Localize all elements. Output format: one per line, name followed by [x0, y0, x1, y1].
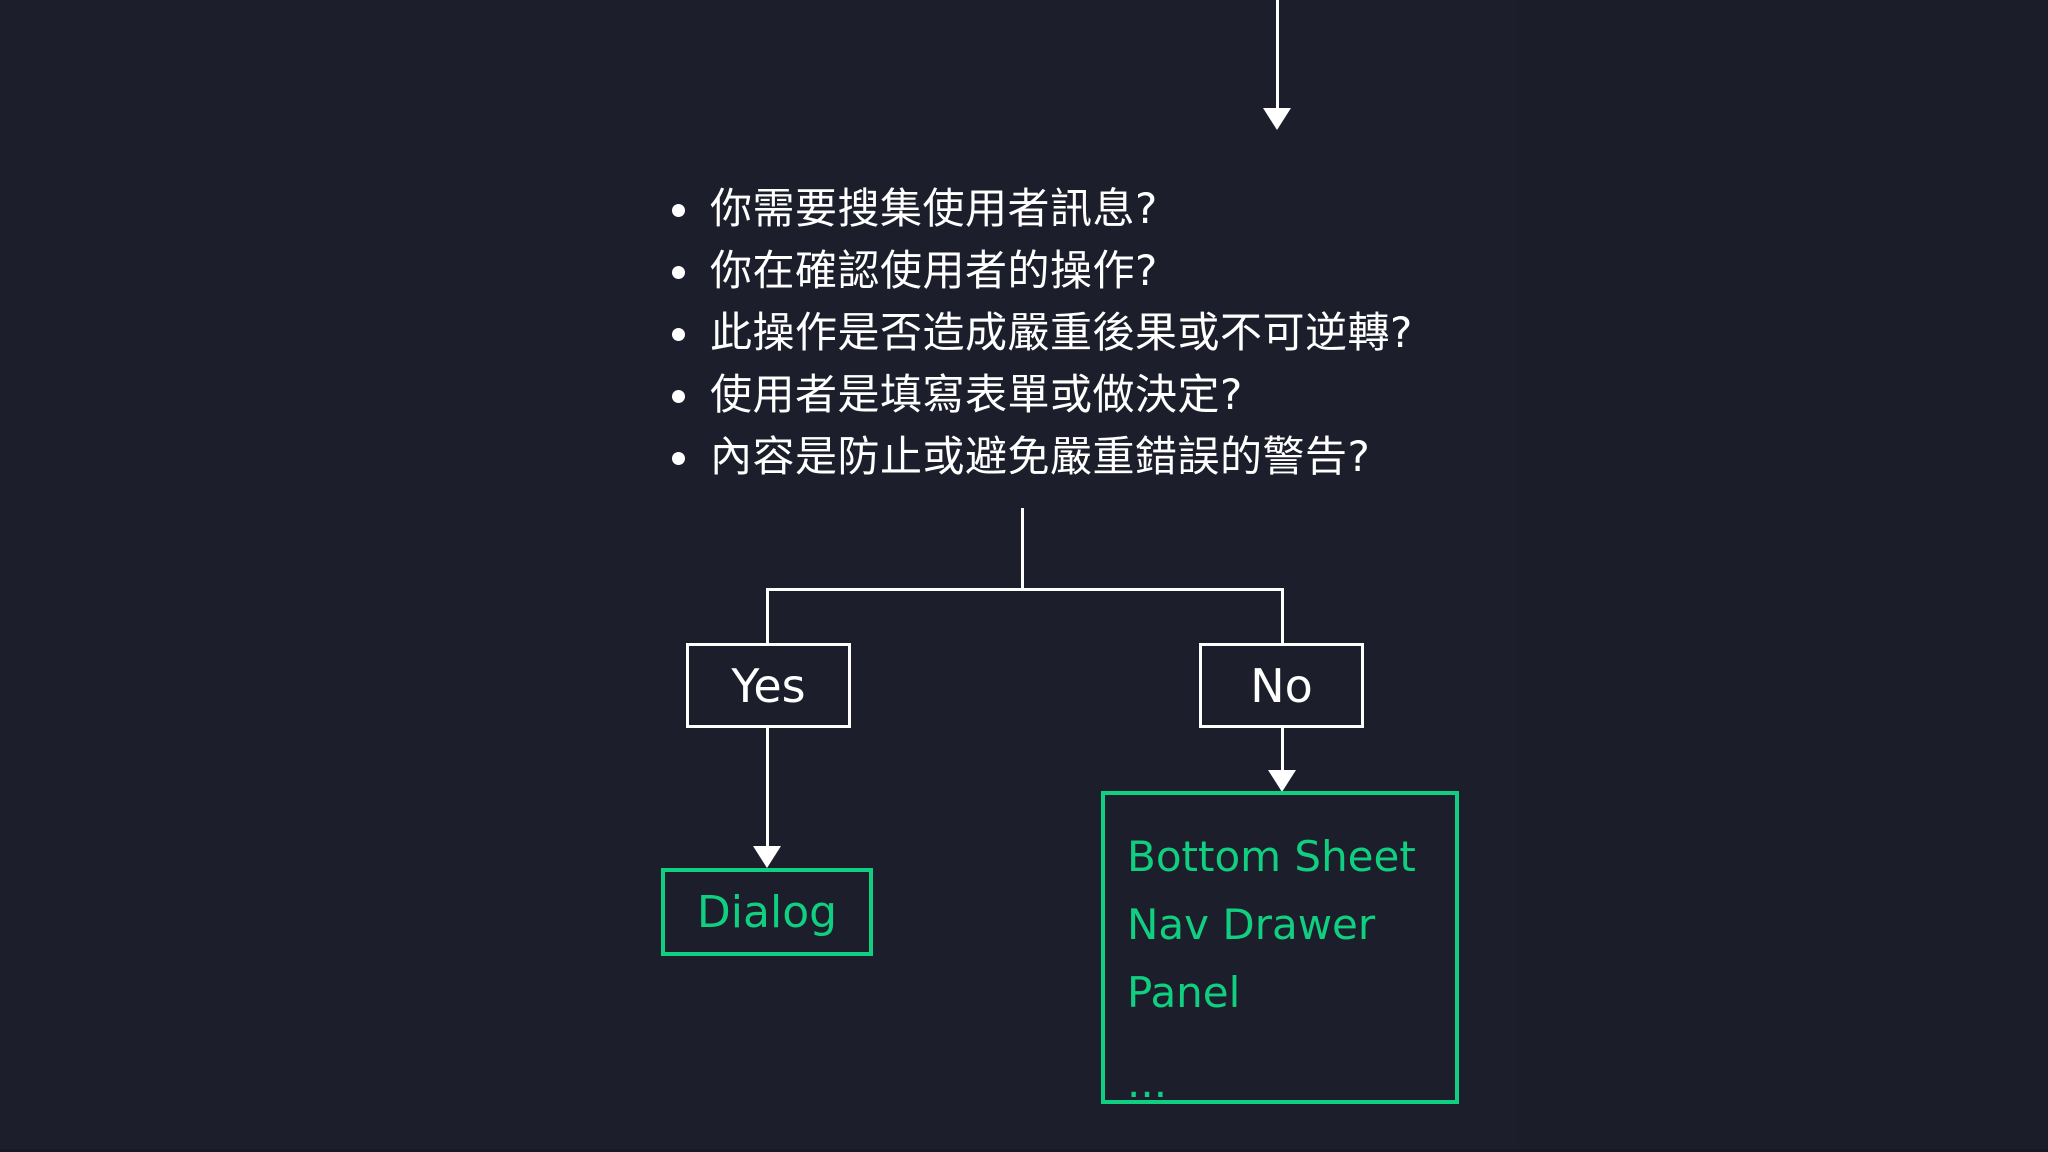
list-item: 你需要搜集使用者訊息?	[656, 178, 1516, 240]
bullet-icon	[672, 266, 685, 279]
connector-stem	[1021, 508, 1024, 590]
connector-no-to-options	[1281, 726, 1284, 772]
branch-label-no: No	[1250, 658, 1313, 713]
option-item: Panel	[1127, 968, 1241, 1017]
question-text: 你需要搜集使用者訊息?	[710, 184, 1158, 233]
connector-yes-to-dialog-arrowhead	[753, 846, 781, 868]
bullet-icon	[672, 204, 685, 217]
branch-label-yes: Yes	[731, 658, 806, 713]
question-list: 你需要搜集使用者訊息? 你在確認使用者的操作? 此操作是否造成嚴重後果或不可逆轉…	[656, 178, 1516, 488]
outcome-label-dialog: Dialog	[696, 886, 838, 938]
question-text: 此操作是否造成嚴重後果或不可逆轉?	[710, 308, 1413, 357]
connector-to-no	[1281, 588, 1284, 646]
option-item: Nav Drawer	[1127, 900, 1376, 949]
connector-no-to-options-arrowhead	[1268, 770, 1296, 792]
option-item: Bottom Sheet	[1127, 832, 1416, 881]
option-ellipsis: ...	[1127, 1058, 1168, 1107]
bullet-icon	[672, 328, 685, 341]
question-text: 內容是防止或避免嚴重錯誤的警告?	[710, 432, 1371, 481]
list-item: 此操作是否造成嚴重後果或不可逆轉?	[656, 302, 1516, 364]
bottom-divider	[0, 1149, 2048, 1152]
list-item: 你在確認使用者的操作?	[656, 240, 1516, 302]
connector-split-bar	[766, 588, 1284, 591]
bullet-icon	[672, 390, 685, 403]
connector-yes-to-dialog	[766, 726, 769, 848]
connector-to-yes	[766, 588, 769, 646]
outcome-box-options[interactable]: Bottom Sheet Nav Drawer Panel ...	[1101, 791, 1459, 1107]
connector-incoming-line	[1276, 0, 1279, 110]
right-background-panel	[1518, 0, 2048, 1152]
list-item: 使用者是填寫表單或做決定?	[656, 364, 1516, 426]
outcome-box-dialog[interactable]: Dialog	[661, 868, 873, 956]
list-item: 內容是防止或避免嚴重錯誤的警告?	[656, 426, 1516, 488]
question-text: 使用者是填寫表單或做決定?	[710, 370, 1243, 419]
branch-box-no[interactable]: No	[1199, 643, 1364, 728]
bullet-icon	[672, 452, 685, 465]
branch-box-yes[interactable]: Yes	[686, 643, 851, 728]
connector-incoming-arrowhead	[1263, 108, 1291, 130]
question-text: 你在確認使用者的操作?	[710, 246, 1158, 295]
